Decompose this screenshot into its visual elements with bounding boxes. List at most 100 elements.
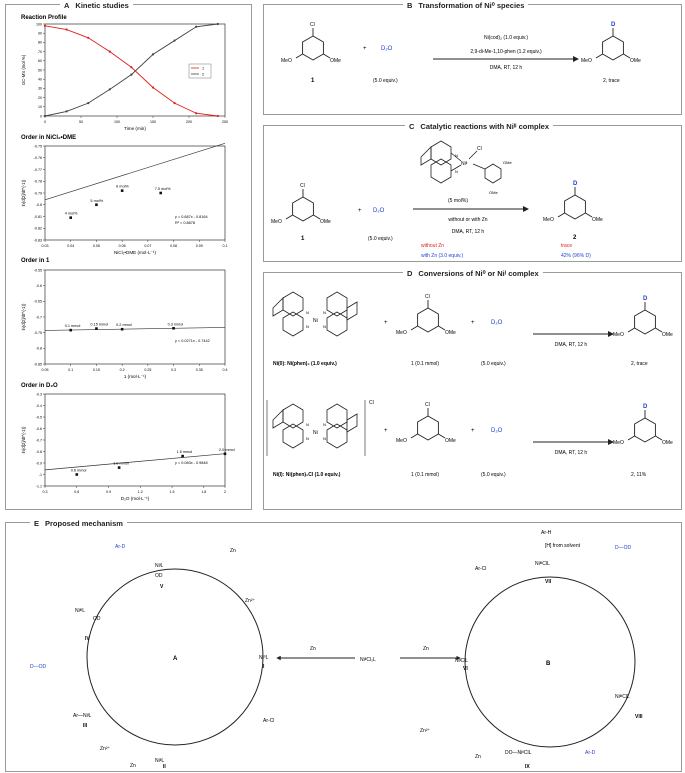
data-point bbox=[173, 39, 176, 42]
svg-text:+: + bbox=[358, 208, 362, 214]
panel-title: Conversions of Ni⁰ or Niᴵ complex bbox=[418, 269, 539, 278]
y-tick-label: -1 bbox=[39, 473, 42, 477]
svg-text:OMe: OMe bbox=[630, 58, 641, 64]
y-tick-label: -0.76 bbox=[34, 156, 42, 160]
chart-title: Order in D₂O bbox=[21, 383, 58, 389]
y-tick-label: -0.3 bbox=[36, 392, 42, 396]
cycle-a-ring bbox=[86, 568, 264, 746]
point-label: 0.2 mmol bbox=[116, 323, 132, 327]
scheme-b: Cl MeO OMe 1 + D₂O (5.0 equiv.) Ni(cod)₂… bbox=[281, 22, 641, 84]
roman-II: II bbox=[163, 764, 166, 770]
species-VIII: NiᴵᴵᴵClL bbox=[615, 694, 630, 700]
svg-text:Zn²⁺: Zn²⁺ bbox=[100, 746, 111, 752]
data-point bbox=[216, 22, 219, 26]
ni0-complex-label: Ni(0): Ni(phen)₂ (1.0 equiv.) bbox=[273, 361, 337, 367]
svg-text:+: + bbox=[384, 320, 388, 326]
condition-3: DMA, RT, 12 h bbox=[490, 65, 523, 71]
svg-text:Zn: Zn bbox=[423, 646, 429, 652]
data-point bbox=[87, 102, 90, 105]
x-tick-label: 0 bbox=[44, 120, 46, 124]
x-tick-label: 0.2 bbox=[120, 368, 125, 372]
x-tick-label: 0.05 bbox=[42, 368, 49, 372]
condition-1: without or with Zn bbox=[448, 217, 487, 223]
y-axis-label: GC-MS (mol %) bbox=[21, 54, 26, 85]
x-tick-label: 0.1 bbox=[223, 244, 228, 248]
species-II: NiᴵᴵL bbox=[155, 758, 164, 764]
ar-h-product: Ar-H bbox=[541, 530, 552, 536]
x-tick-label: 0.3 bbox=[43, 490, 48, 494]
d2o-reagent: D₂O bbox=[381, 46, 393, 52]
d2o-equiv: (5.0 equiv.) bbox=[368, 236, 393, 242]
point-label: 2.0 mmol bbox=[219, 448, 235, 452]
aryl-chloride-structure: Cl MeO OMe bbox=[396, 294, 456, 336]
x-tick-label: 0.25 bbox=[144, 368, 151, 372]
data-point bbox=[120, 327, 124, 331]
result-row-2-value: 42% (96% D) bbox=[561, 253, 591, 259]
data-point bbox=[65, 28, 68, 31]
svg-text:N: N bbox=[455, 169, 458, 174]
y-tick-label: -0.75 bbox=[34, 331, 42, 335]
data-point bbox=[223, 452, 227, 456]
data-point bbox=[65, 110, 68, 113]
svg-text:+: + bbox=[384, 428, 388, 434]
roman-IV: IV bbox=[85, 636, 90, 642]
x-tick-label: 0.9 bbox=[106, 490, 111, 494]
data-point bbox=[151, 86, 155, 89]
x-tick-label: 0.09 bbox=[196, 244, 203, 248]
aryl-chloride-structure: Cl MeO OMe bbox=[396, 402, 456, 444]
panel-letter: B bbox=[407, 1, 413, 10]
data-point bbox=[151, 53, 155, 56]
point-label: 0.1 mmol bbox=[65, 324, 81, 328]
y-tick-label: -0.7 bbox=[36, 438, 42, 442]
aryl-chloride-structure: Cl MeO OMe bbox=[281, 22, 341, 64]
species-IV: NiᴵᴵᴵL bbox=[75, 608, 85, 614]
x-tick-label: 0.03 bbox=[42, 244, 49, 248]
svg-text:+: + bbox=[471, 320, 475, 326]
point-label: 0.15 mmol bbox=[90, 323, 108, 327]
y-tick-label: 20 bbox=[38, 96, 42, 100]
substrate-label: 1 bbox=[301, 236, 305, 242]
data-point bbox=[173, 102, 176, 105]
y-tick-label: -0.8 bbox=[36, 347, 42, 351]
svg-text:MeO: MeO bbox=[543, 217, 554, 223]
svg-text:Zn: Zn bbox=[475, 754, 481, 760]
product-label: 2 bbox=[573, 235, 577, 241]
data-point bbox=[130, 73, 133, 76]
plus-sign: + bbox=[363, 46, 367, 52]
species-IX: DO—NiᴵᴵClL bbox=[505, 750, 532, 756]
y-tick-label: 0 bbox=[40, 114, 42, 118]
ni-ii-precursor: NiᴵᴵCl₂L bbox=[360, 657, 376, 663]
svg-text:OD: OD bbox=[155, 573, 163, 579]
x-tick-label: 0.05 bbox=[93, 244, 100, 248]
fit-equation: y = 0.0271x - 0.7442 bbox=[175, 339, 210, 343]
svg-text:D: D bbox=[643, 296, 648, 302]
d2o-equiv: (5.0 equiv.) bbox=[481, 361, 506, 367]
x-tick-label: 50 bbox=[79, 120, 83, 124]
svg-text:OMe: OMe bbox=[662, 440, 673, 446]
y-tick-label: -0.4 bbox=[36, 404, 42, 408]
data-point bbox=[120, 189, 124, 192]
svg-text:Cl: Cl bbox=[300, 183, 305, 189]
data-point bbox=[195, 112, 198, 115]
svg-text:N: N bbox=[323, 422, 326, 427]
panel-mechanism bbox=[5, 522, 682, 772]
svg-text:MeO: MeO bbox=[613, 440, 624, 446]
svg-text:Cl: Cl bbox=[477, 146, 482, 152]
x-tick-label: 0.07 bbox=[144, 244, 151, 248]
roman-VIII: VIII bbox=[635, 714, 643, 720]
svg-text:D—OD: D—OD bbox=[30, 664, 47, 670]
product-label: 2, 11% bbox=[631, 472, 647, 478]
y-tick-label: -0.55 bbox=[34, 268, 42, 272]
x-tick-label: 0.6 bbox=[74, 490, 79, 494]
data-point bbox=[181, 454, 184, 458]
svg-text:N: N bbox=[306, 436, 309, 441]
chart-title: Order in NiCl₂•DME bbox=[21, 135, 76, 141]
svg-text:N: N bbox=[306, 310, 309, 315]
x-tick-label: 0.04 bbox=[67, 244, 74, 248]
svg-text:N: N bbox=[455, 153, 458, 158]
catalyst-loading: (5 mol%) bbox=[448, 198, 468, 204]
deuterated-product-structure: D MeO OMe bbox=[581, 22, 641, 64]
y-tick-label: 30 bbox=[38, 87, 42, 91]
